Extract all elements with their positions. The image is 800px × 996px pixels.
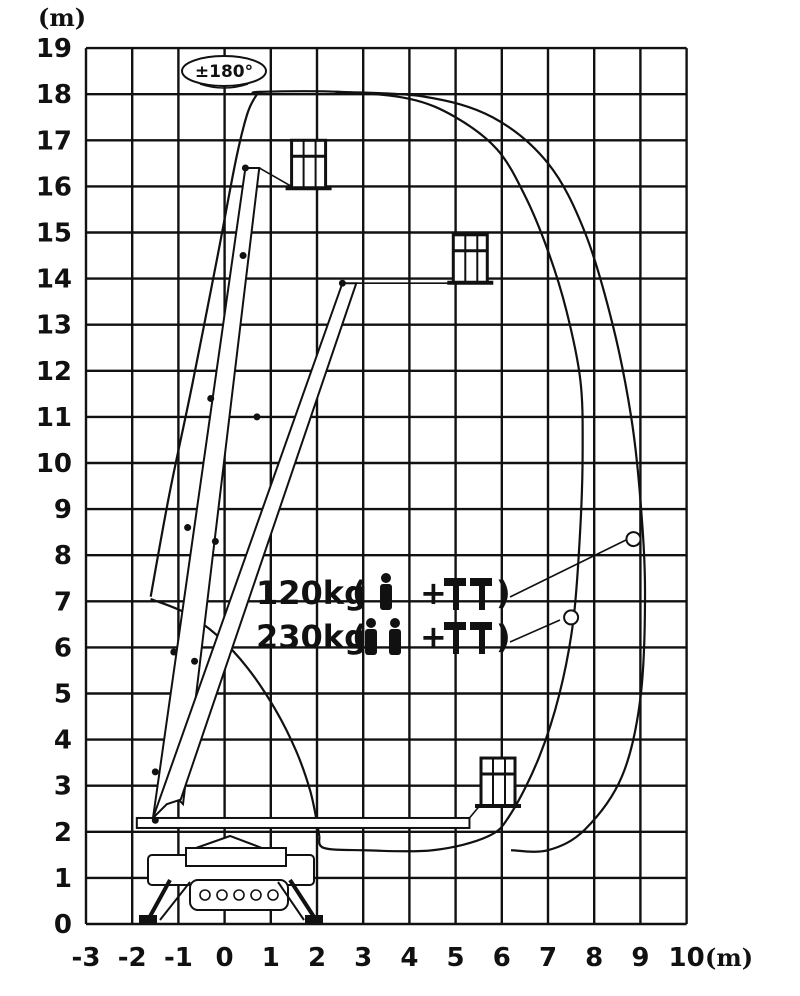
boom-joint (151, 768, 159, 776)
x-tick-label: 8 (585, 943, 603, 973)
boom-joint (211, 537, 219, 545)
x-tick-label: 6 (493, 943, 511, 973)
x-tick-label: 2 (308, 943, 326, 973)
x-tick-label: 0 (216, 943, 234, 973)
two-persons-icon (365, 618, 401, 655)
y-tick-label: 4 (54, 726, 72, 756)
leader-line-230kg (509, 619, 561, 643)
x-tick-label: -2 (118, 943, 147, 973)
y-tick-label: 10 (36, 449, 72, 479)
y-tick-label: 14 (36, 265, 72, 295)
y-tick-label: 12 (36, 357, 72, 387)
envelope-outer-230kg (251, 90, 584, 853)
y-tick-label: 9 (54, 495, 72, 525)
y-tick-label: 8 (54, 541, 72, 571)
platform-arm (468, 803, 482, 819)
x-tick-label: 10 (669, 943, 705, 973)
boom-max-reach (135, 816, 471, 829)
boom-joint (170, 648, 178, 656)
boom-joint (241, 164, 249, 172)
rotation-label: ±180° (195, 62, 253, 82)
y-tick-label: 6 (54, 633, 72, 663)
envelope-outer-120kg (335, 90, 647, 853)
boom-joint (207, 394, 215, 402)
boom-joint (184, 524, 192, 532)
y-tick-label: 17 (36, 126, 72, 156)
platforms (258, 138, 522, 819)
x-axis-unit: (m) (705, 943, 753, 972)
plus-sign: + (420, 574, 447, 612)
rotation-badge: ±180° (181, 55, 267, 89)
load-weight-230kg: 230kg (256, 618, 367, 656)
y-tick-label: 19 (36, 34, 72, 64)
paren-close: ) (496, 618, 511, 656)
load-legend-120kg: 120kg ( + ) (256, 573, 511, 612)
boom-joint (191, 657, 199, 665)
outreach-marker (563, 609, 580, 626)
platform-basket-top (285, 138, 332, 191)
x-tick-label: 3 (354, 943, 372, 973)
boom-joint (338, 279, 346, 287)
y-tick-label: 13 (36, 311, 72, 341)
x-tick-label: 5 (447, 943, 465, 973)
y-tick-label: 16 (36, 172, 72, 202)
outreach-markers (563, 531, 642, 626)
x-tick-label: 4 (400, 943, 418, 973)
y-tick-label: 1 (54, 864, 72, 894)
boom-mid-reach (152, 282, 358, 819)
load-legend-230kg: 230kg ( + ) (256, 618, 511, 656)
y-tick-label: 11 (36, 403, 72, 433)
outreach-marker (625, 531, 642, 548)
platform-basket-mid (447, 233, 494, 285)
paren-close: ) (496, 574, 511, 612)
machine-chassis (139, 834, 323, 925)
x-tick-label: 1 (262, 943, 280, 973)
y-tick-label: 7 (54, 587, 72, 617)
tools-icon (444, 578, 492, 610)
plus-sign: + (420, 618, 447, 656)
x-tick-label: 7 (539, 943, 557, 973)
tools-icon (444, 622, 492, 654)
y-tick-label: 2 (54, 818, 72, 848)
boom-positions (135, 164, 471, 829)
boom-joint (151, 816, 159, 824)
y-tick-label: 0 (54, 910, 72, 940)
y-tick-label: 5 (54, 680, 72, 710)
x-tick-label: -1 (164, 943, 193, 973)
y-tick-label: 15 (36, 219, 72, 249)
x-tick-label: 9 (631, 943, 649, 973)
y-tick-label: 3 (54, 772, 72, 802)
load-weight-120kg: 120kg (256, 574, 367, 612)
paren-open: ( (352, 574, 367, 612)
leader-line-120kg (509, 539, 627, 598)
y-axis-unit: (m) (38, 3, 86, 32)
y-tick-label: 18 (36, 80, 72, 110)
paren-open: ( (352, 618, 367, 656)
person-icon (380, 573, 392, 610)
envelope-left-boundary (149, 93, 258, 597)
grid (84, 46, 688, 926)
x-tick-label: -3 (72, 943, 101, 973)
boom-joint (253, 413, 261, 421)
platform-arm (258, 167, 292, 188)
boom-joint (239, 252, 247, 260)
platform-basket-low (475, 756, 522, 809)
